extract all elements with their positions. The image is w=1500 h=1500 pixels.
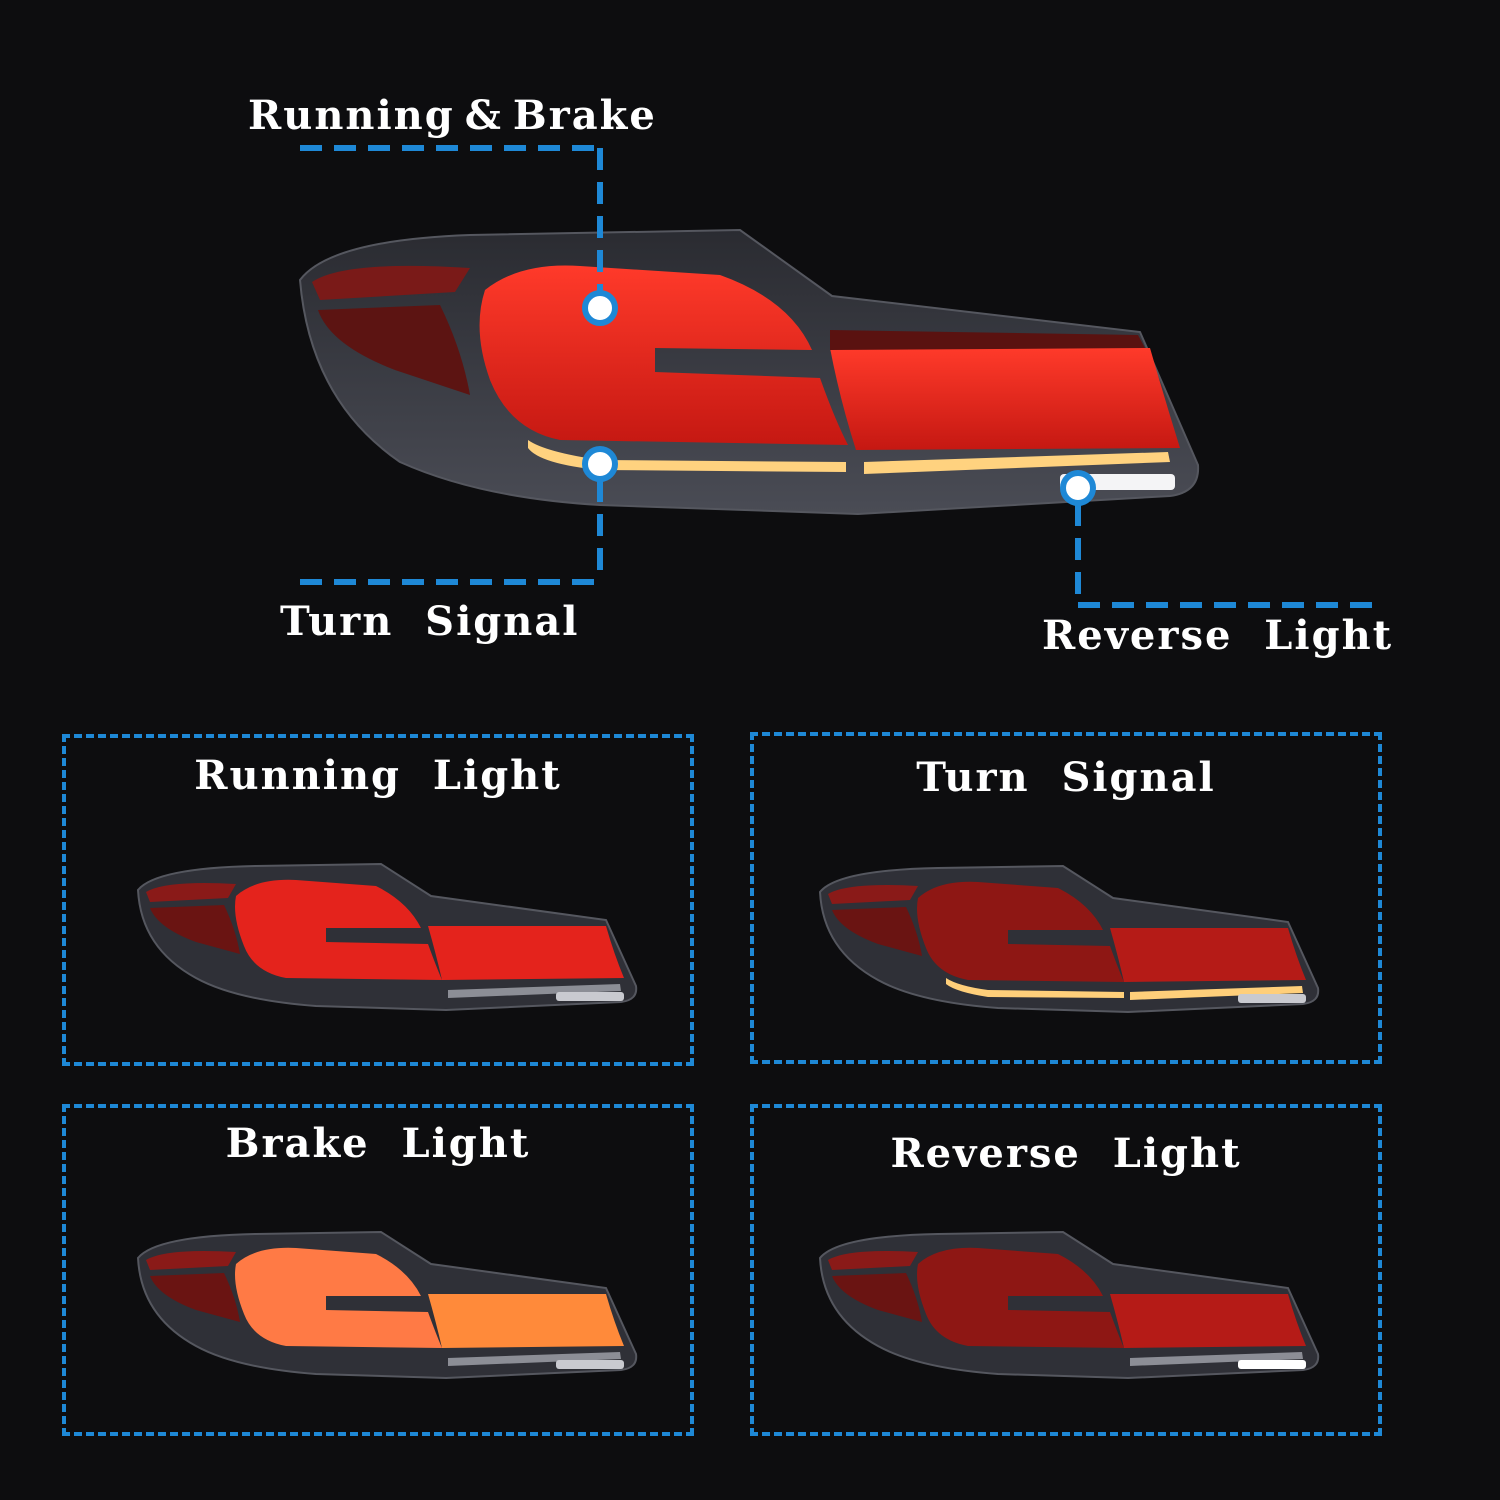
callout-turn-signal xyxy=(300,480,603,585)
right-strip xyxy=(428,926,624,980)
panel-reverse-light: Reverse Light xyxy=(750,1104,1382,1436)
panel-brake-light: Brake Light xyxy=(62,1104,694,1436)
callout-running-brake xyxy=(300,145,603,292)
right-strip xyxy=(428,1294,624,1348)
main-element xyxy=(917,1247,1124,1348)
lamp-running xyxy=(136,862,638,1012)
lower-strip xyxy=(448,984,621,998)
marker-running-brake xyxy=(582,290,618,326)
lower-strip xyxy=(1130,1352,1303,1366)
label-turn-signal: Turn Signal xyxy=(280,598,580,645)
left-wing-lower xyxy=(150,905,240,954)
main-element xyxy=(235,1247,442,1348)
turn-strip-outer xyxy=(1130,986,1303,1000)
marker-turn-signal xyxy=(582,446,618,482)
reverse-lens xyxy=(556,992,624,1001)
main-element xyxy=(917,881,1124,982)
lamp-brake xyxy=(136,1230,638,1380)
left-wing-lower xyxy=(832,907,922,956)
reverse-lens xyxy=(556,1360,624,1369)
left-wing xyxy=(146,1251,236,1270)
lamp-reverse xyxy=(818,1230,1320,1380)
running-brake-element xyxy=(479,265,848,445)
lamp-turn xyxy=(818,864,1320,1014)
right-red-strip xyxy=(830,348,1180,450)
panel-title: Brake Light xyxy=(225,1120,531,1167)
panel-title: Running Light xyxy=(194,752,562,799)
left-wing xyxy=(146,883,236,902)
right-strip xyxy=(1110,928,1306,982)
label-running-brake: Running & Brake xyxy=(248,92,657,139)
reverse-lens xyxy=(1238,1360,1306,1369)
lamp-left-wing xyxy=(312,265,470,300)
panel-title: Turn Signal xyxy=(916,754,1216,801)
panel-turn-signal: Turn Signal xyxy=(750,732,1382,1064)
marker-reverse-light xyxy=(1060,470,1096,506)
callout-reverse-light xyxy=(1075,504,1378,608)
panel-title: Reverse Light xyxy=(890,1130,1242,1177)
turn-strip-inner xyxy=(946,978,1124,998)
taillight-main xyxy=(298,228,1200,516)
main-element xyxy=(235,879,442,980)
label-reverse-light: Reverse Light xyxy=(1042,612,1394,659)
reverse-lens xyxy=(1238,994,1306,1003)
right-strip xyxy=(1110,1294,1306,1348)
left-wing xyxy=(828,1251,918,1270)
left-wing xyxy=(828,885,918,904)
left-wing-lower xyxy=(832,1273,922,1322)
panel-running-light: Running Light xyxy=(62,734,694,1066)
lower-strip xyxy=(448,1352,621,1366)
left-wing-lower xyxy=(150,1273,240,1322)
